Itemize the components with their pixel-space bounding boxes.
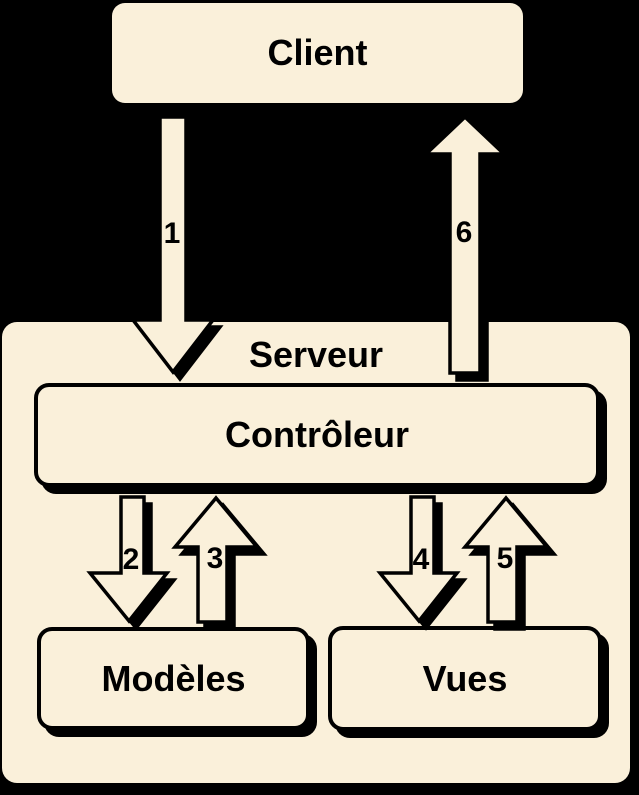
server-container-label: Serveur (248, 334, 384, 375)
models-node: Modèles (37, 627, 310, 730)
arrow-6-label: 6 (455, 216, 473, 249)
arrow-1-label: 1 (163, 217, 181, 250)
models-node-label: Modèles (101, 657, 246, 699)
client-node: Client (112, 3, 523, 103)
arrow-2-down-icon (86, 495, 171, 624)
controller-node: Contrôleur (34, 383, 600, 487)
arrow-4-down-icon (376, 495, 461, 624)
arrow-1-down-icon (129, 115, 217, 375)
client-node-label: Client (267, 32, 368, 73)
views-node-label: Vues (422, 657, 508, 699)
controller-node-label: Contrôleur (225, 414, 409, 455)
arrow-3-label: 3 (206, 542, 224, 575)
arrow-2-label: 2 (122, 543, 140, 576)
arrow-4-label: 4 (412, 543, 430, 576)
arrow-6-up-icon (423, 114, 509, 375)
arrow-3-up-icon (171, 495, 261, 624)
arrow-5-label: 5 (496, 542, 514, 575)
views-node: Vues (328, 626, 602, 731)
arrow-5-up-icon (461, 495, 551, 624)
